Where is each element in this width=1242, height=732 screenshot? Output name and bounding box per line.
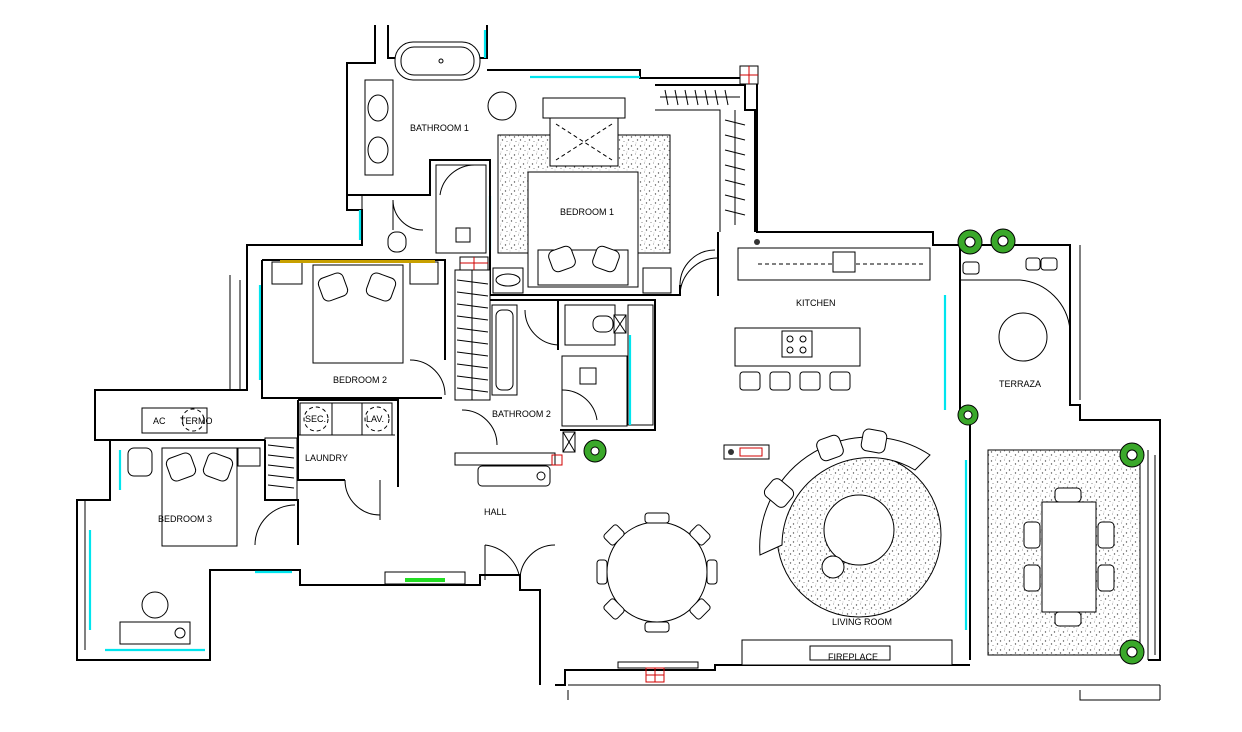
appliance-lav: LAV. bbox=[366, 414, 384, 424]
hall-marker bbox=[551, 454, 563, 466]
coffee-table bbox=[823, 494, 895, 566]
plant-icon bbox=[1119, 639, 1145, 665]
label-kitchen: KITCHEN bbox=[796, 298, 836, 308]
label-bedroom-1: BEDROOM 1 bbox=[560, 207, 614, 217]
bathroom-1: BATHROOM 1 bbox=[347, 41, 517, 255]
pillow-icon bbox=[202, 452, 234, 482]
chair bbox=[141, 591, 169, 619]
headboard-trim bbox=[280, 260, 435, 263]
dining-chairs bbox=[596, 512, 718, 633]
bedroom-1: BEDROOM 1 bbox=[489, 97, 719, 296]
washer bbox=[361, 402, 393, 436]
toilet-icon bbox=[592, 315, 614, 333]
hall-bench bbox=[477, 465, 551, 487]
label-terraza: TERRAZA bbox=[999, 379, 1041, 389]
terrace-table bbox=[998, 312, 1048, 362]
nightstand bbox=[409, 261, 439, 285]
label-bathroom-2: BATHROOM 2 bbox=[492, 409, 551, 419]
appliance-ac: AC bbox=[153, 416, 166, 426]
side-table bbox=[821, 555, 845, 579]
label-laundry: LAUNDRY bbox=[305, 453, 348, 463]
nightstand bbox=[642, 267, 672, 294]
ottoman bbox=[549, 117, 619, 167]
terraza: TERRAZA bbox=[960, 257, 1141, 656]
wardrobe-2 bbox=[454, 256, 491, 401]
nightstand bbox=[237, 447, 261, 467]
label-hall: HALL bbox=[484, 507, 507, 517]
label-bedroom-2: BEDROOM 2 bbox=[333, 375, 387, 385]
label-living-room: LIVING ROOM bbox=[832, 617, 892, 627]
counter bbox=[331, 402, 363, 436]
nightstand bbox=[271, 261, 303, 285]
pillow-icon bbox=[548, 245, 576, 273]
tv-screen bbox=[405, 578, 445, 582]
label-fireplace: FIREPLACE bbox=[828, 652, 878, 662]
pillow-icon bbox=[592, 245, 620, 273]
sink-icon bbox=[367, 136, 389, 164]
hall: HALL bbox=[384, 452, 563, 585]
bar-stool bbox=[769, 371, 791, 391]
laundry: SEC. LAV. LAUNDRY bbox=[297, 399, 399, 520]
bathroom-2: BATHROOM 2 bbox=[461, 299, 656, 453]
kitchen: KITCHEN bbox=[679, 247, 931, 391]
appliance-termo: TERMO bbox=[180, 416, 213, 426]
nightstand bbox=[127, 447, 153, 477]
desk bbox=[542, 97, 626, 119]
lounge-chair bbox=[1040, 257, 1058, 271]
appliance-sec: SEC. bbox=[305, 414, 326, 424]
closet-3 bbox=[264, 437, 298, 501]
column-marker bbox=[754, 239, 760, 245]
bedroom-3: AC TERMO BEDROOM 3 bbox=[110, 407, 299, 645]
plant-icon bbox=[583, 439, 607, 463]
cooktop-icon bbox=[781, 330, 813, 358]
lounge-chair bbox=[962, 261, 980, 275]
label-bathroom-1: BATHROOM 1 bbox=[410, 123, 469, 133]
plant-icon bbox=[957, 229, 983, 255]
pillow-icon bbox=[165, 452, 197, 482]
tub-drain bbox=[438, 58, 444, 64]
plant-icon bbox=[990, 228, 1016, 254]
pillow-icon bbox=[317, 272, 349, 302]
plant-icon bbox=[957, 404, 979, 426]
hall-console bbox=[454, 452, 556, 466]
walk-in-closet bbox=[655, 65, 760, 245]
plant-icon bbox=[1119, 442, 1145, 468]
toilet-icon bbox=[387, 231, 407, 253]
terrace-chairs bbox=[1023, 487, 1115, 627]
terrace-dining-table bbox=[1041, 501, 1097, 613]
sink-icon bbox=[367, 94, 389, 122]
plants bbox=[583, 228, 1145, 665]
living-room: FIREPLACE LIVING ROOM bbox=[519, 428, 953, 683]
ac-termo-unit bbox=[141, 407, 208, 434]
nightstand bbox=[492, 267, 524, 294]
desk-3 bbox=[119, 621, 191, 645]
label-bedroom-3: BEDROOM 3 bbox=[158, 514, 212, 524]
bedroom-2: BEDROOM 2 bbox=[261, 259, 446, 399]
pillow-icon bbox=[365, 272, 397, 302]
bar-stool bbox=[739, 371, 761, 391]
sink-icon bbox=[832, 251, 856, 273]
round-shower-tray bbox=[487, 91, 517, 121]
bar-stool bbox=[799, 371, 821, 391]
bar-stool bbox=[829, 371, 851, 391]
